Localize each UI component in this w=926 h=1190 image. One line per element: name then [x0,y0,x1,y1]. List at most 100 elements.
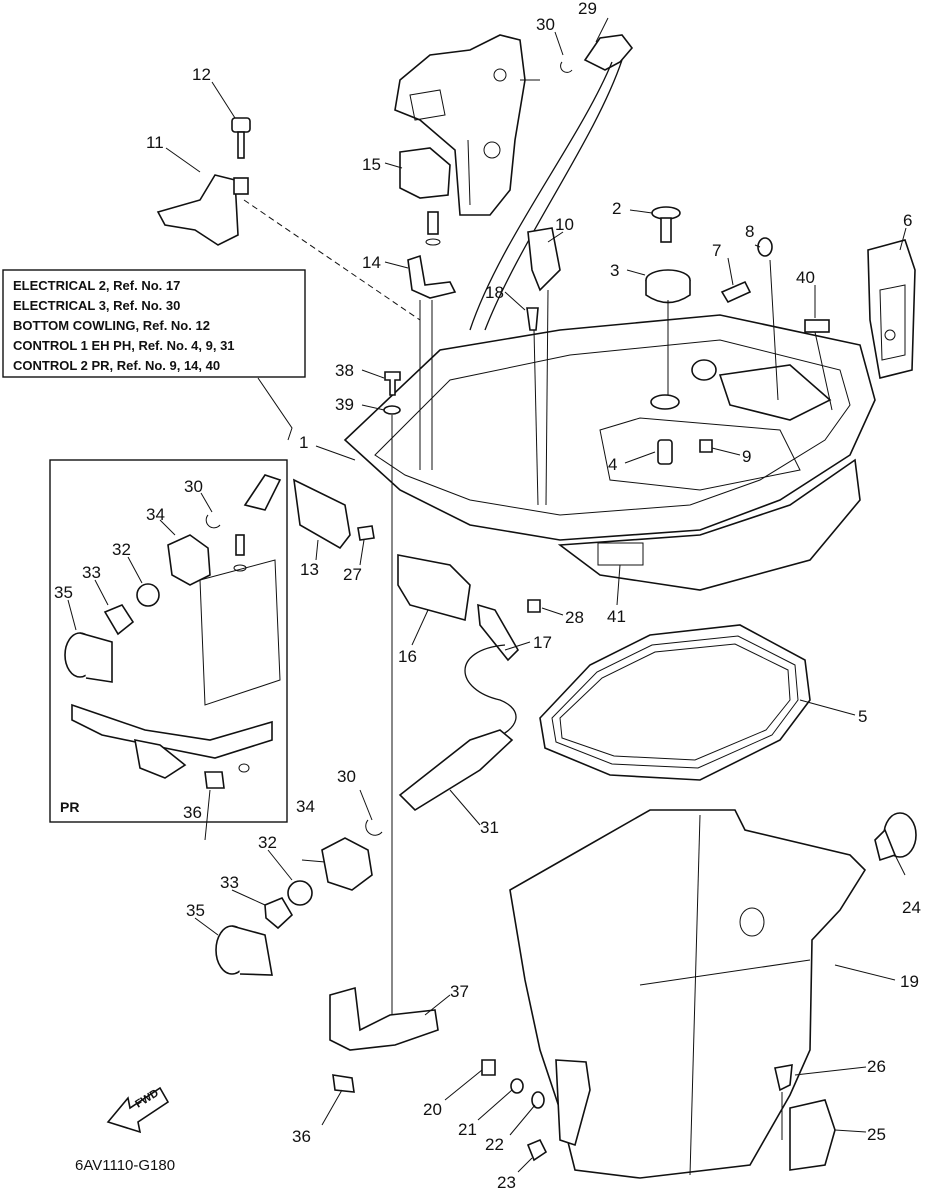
washer-21 [510,1078,524,1094]
callout-38: 38 [335,361,354,380]
callout-40: 40 [796,268,815,287]
callout-3: 3 [610,261,619,280]
washer-39 [383,405,401,415]
screw-36 [332,1074,355,1093]
callout-35: 35 [186,901,205,920]
callout-13: 13 [300,560,319,579]
bracket-37 [329,986,439,1051]
callout-32: 32 [258,833,277,852]
nut-23 [526,1138,548,1162]
clip-30 [365,819,383,836]
part-14-plate [407,211,457,299]
callout-5: 5 [858,707,867,726]
washer-8 [757,237,773,257]
callout-36: 36 [292,1127,311,1146]
ref-line-5: CONTROL 2 PR, Ref. No. 9, 14, 40 [13,358,220,373]
bottom-cowling [343,314,876,591]
inset-callout-30: 30 [184,477,203,496]
callout-12: 12 [192,65,211,84]
screw-9 [699,439,713,453]
nut-34 [321,837,373,891]
callout-numbers: 1 2 3 4 5 6 7 8 9 10 11 12 13 14 15 16 1… [54,0,921,1190]
apron-19 [509,809,867,1179]
inset-callout-36: 36 [183,803,202,822]
ref-line-2: ELECTRICAL 3, Ref. No. 30 [13,298,180,313]
label-40 [804,319,830,333]
callout-16: 16 [398,647,417,666]
inset-callout-32: 32 [112,540,131,559]
callout-34: 34 [296,797,315,816]
grommet-3 [645,269,691,304]
seal-13 [293,478,351,550]
cable-31 [398,729,514,812]
callout-4: 4 [608,455,617,474]
inset-label: PR [60,799,79,815]
grommet-16 [397,554,471,622]
bolt-12 [231,117,251,159]
grip-35 [215,925,273,976]
cap-10 [527,227,561,292]
callout-17: 17 [533,633,552,652]
callout-27: 27 [343,565,362,584]
part-15-bracket [399,147,451,199]
callout-31: 31 [480,818,499,837]
washer-22 [531,1091,545,1109]
bolt-2 [651,206,681,243]
callout-39: 39 [335,395,354,414]
callout-24: 24 [902,898,921,917]
plug-18 [526,307,539,331]
grommet-24 [874,812,917,862]
screw-38 [384,371,401,396]
gasket-5 [539,624,811,781]
screw-20 [481,1059,496,1076]
callout-30: 30 [536,15,555,34]
callout-41: 41 [607,607,626,626]
pr-inset: PR [49,459,288,823]
reference-box: ELECTRICAL 2, Ref. No. 17 ELECTRICAL 3, … [2,269,306,441]
bracket-apron [555,1059,591,1147]
callout-30-lower: 30 [337,767,356,786]
callout-37: 37 [450,982,469,1001]
grommet-17 [477,603,519,662]
inset-callout-33: 33 [82,563,101,582]
callout-15: 15 [362,155,381,174]
callout-6: 6 [903,211,912,230]
drawing-code: 6AV1110-G180 [75,1157,175,1174]
screw-28 [527,599,541,613]
leader-lines [67,17,907,1173]
cap-33 [264,896,294,930]
callout-10: 10 [555,215,574,234]
callout-26: 26 [867,1057,886,1076]
callout-2: 2 [612,199,621,218]
callout-7: 7 [712,241,721,260]
callout-29: 29 [578,0,597,18]
callout-11: 11 [146,133,164,152]
callout-22: 22 [485,1135,504,1154]
lever-11 [156,174,249,246]
callout-23: 23 [497,1173,516,1190]
ref-line-3: BOTTOM COWLING, Ref. No. 12 [13,318,210,333]
inset-callout-34: 34 [146,505,165,524]
carburetor-assembly [394,34,540,216]
lock-6 [867,239,916,379]
callout-1: 1 [299,433,308,452]
knob-32 [287,880,313,906]
callout-18: 18 [485,283,504,302]
ref-line-4: CONTROL 1 EH PH, Ref. No. 4, 9, 31 [13,338,235,353]
callout-19: 19 [900,972,919,991]
callout-21: 21 [458,1120,477,1139]
callout-20: 20 [423,1100,442,1119]
latch-25 [789,1099,836,1171]
bolt-7 [720,280,752,304]
callout-25: 25 [867,1125,886,1144]
clip-30-top [560,61,573,73]
callout-9: 9 [742,447,751,466]
hose-29 [469,34,634,331]
callout-14: 14 [362,253,381,272]
pin-4 [657,439,673,465]
callout-28: 28 [565,608,584,627]
callout-33: 33 [220,873,239,892]
fwd-arrow-icon: FWD [106,1086,170,1134]
piece-27 [357,525,375,541]
